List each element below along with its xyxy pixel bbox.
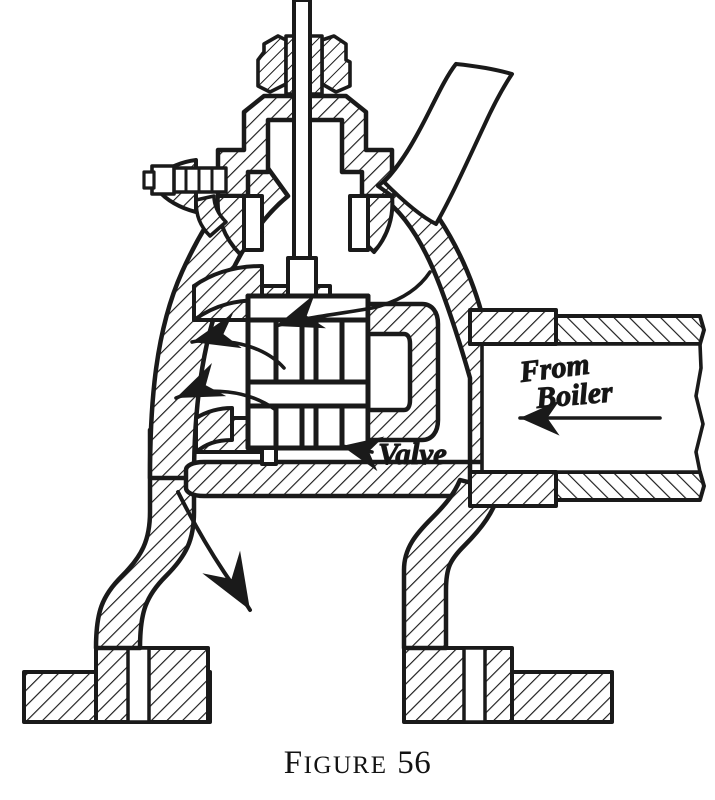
flow-arrow-lower <box>176 490 252 612</box>
flow-arrow-upper <box>274 270 432 329</box>
right-foot-flange <box>402 646 514 724</box>
inlet-label-line2: Boiler <box>534 375 615 415</box>
valve-label: Valve <box>378 436 447 471</box>
left-foot-flange <box>94 646 210 724</box>
valve-seat-pocket-right <box>365 301 441 443</box>
bonnet <box>215 93 395 256</box>
inlet-label-line1: From <box>517 348 592 389</box>
caption-word: IGURE <box>303 752 388 779</box>
valve-cage <box>245 293 371 466</box>
caption-number: 56 <box>397 745 432 781</box>
base-slab-right <box>498 670 614 724</box>
flow-arrow-middle-lower <box>174 363 278 412</box>
caption-lead: F <box>283 745 304 781</box>
figure-caption: FIGURE 56 <box>0 745 715 782</box>
foundation-bolt-left <box>126 646 151 724</box>
valve-stem <box>286 0 318 308</box>
valve-pointer-arrow <box>340 436 385 472</box>
flow-arrow-middle <box>190 313 286 370</box>
side-plug-fitting <box>142 158 228 238</box>
ink-layer: From Boiler Valve <box>22 0 706 724</box>
inlet-pipe <box>468 308 706 508</box>
foundation-bolt-right <box>462 646 487 724</box>
outlet-branch-pipe <box>376 62 514 226</box>
